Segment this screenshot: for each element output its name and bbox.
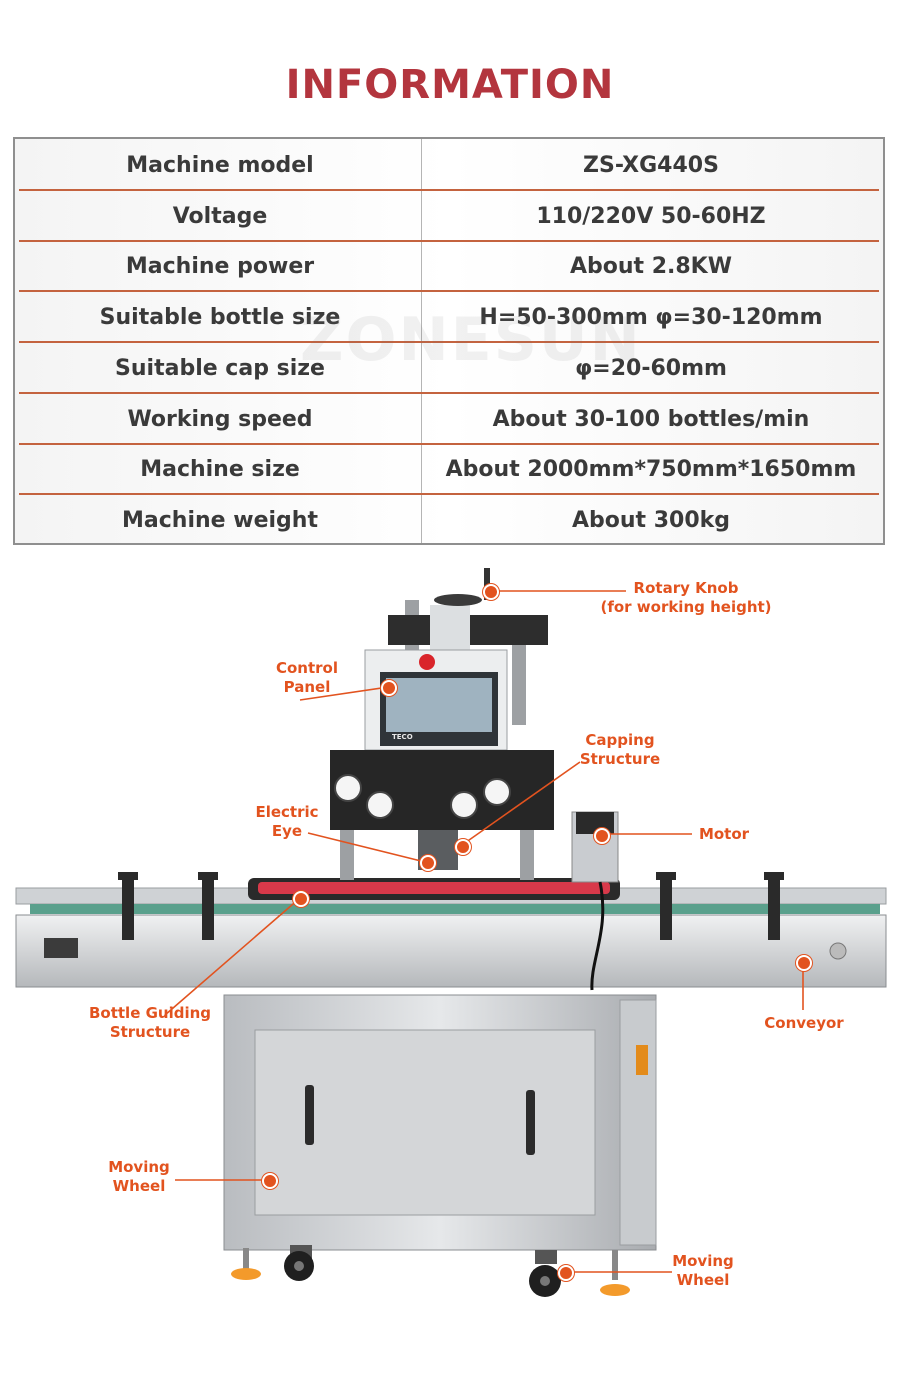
callout-dot bbox=[420, 855, 436, 871]
pressure-gauge bbox=[450, 791, 478, 819]
conveyor-plate bbox=[44, 938, 78, 958]
pressure-gauge bbox=[334, 774, 362, 802]
row-separator bbox=[19, 392, 879, 394]
callout-dot bbox=[262, 1173, 278, 1189]
spec-label: Working speed bbox=[127, 407, 313, 432]
watermark: ZONESUN bbox=[300, 305, 642, 375]
row-separator bbox=[19, 189, 879, 191]
machine-illustration bbox=[15, 568, 887, 1297]
motor-cable bbox=[590, 881, 605, 991]
leveling-foot bbox=[231, 1248, 261, 1280]
table-row: Voltage 110/220V 50-60HZ bbox=[19, 192, 879, 242]
callout-conveyor: Conveyor bbox=[764, 1014, 844, 1032]
spec-value: φ=20-60mm bbox=[575, 356, 727, 381]
emergency-stop bbox=[419, 654, 435, 670]
callout-dot bbox=[594, 828, 610, 844]
row-separator bbox=[19, 240, 879, 242]
spec-label: Machine model bbox=[126, 153, 314, 178]
table-row: Machine size About 2000mm*750mm*1650mm bbox=[19, 445, 879, 495]
callout-dot bbox=[293, 891, 309, 907]
table-row: Working speed About 30-100 bottles/min bbox=[19, 395, 879, 445]
row-separator bbox=[19, 443, 879, 445]
table-row: Suitable bottle size H=50-300mm φ=30-120… bbox=[19, 293, 879, 343]
callout-dot bbox=[558, 1265, 574, 1281]
spec-value: 110/220V 50-60HZ bbox=[536, 204, 766, 229]
pressure-gauge bbox=[366, 791, 394, 819]
conveyor-belt bbox=[30, 904, 880, 914]
spec-label: Voltage bbox=[172, 204, 268, 229]
row-separator bbox=[19, 493, 879, 495]
leveling-foot bbox=[600, 1250, 630, 1296]
spec-label: Machine weight bbox=[122, 508, 318, 533]
table-row: Machine weight About 300kg bbox=[19, 496, 879, 546]
spec-value: About 2000mm*750mm*1650mm bbox=[445, 457, 857, 482]
callout-motor: Motor bbox=[698, 825, 750, 843]
spec-value: About 30-100 bottles/min bbox=[492, 407, 810, 432]
spec-label: Suitable bottle size bbox=[99, 305, 341, 330]
spec-value: H=50-300mm φ=30-120mm bbox=[479, 305, 823, 330]
row-separator bbox=[19, 290, 879, 292]
spec-label: Suitable cap size bbox=[115, 356, 325, 381]
spec-value: About 2.8KW bbox=[569, 254, 732, 279]
door-handle bbox=[305, 1085, 314, 1145]
guiding-belt-red bbox=[258, 882, 610, 894]
callout-dot bbox=[381, 680, 397, 696]
callout-dot bbox=[796, 955, 812, 971]
row-separator bbox=[19, 341, 879, 343]
page-title: INFORMATION bbox=[285, 62, 615, 108]
side-panel bbox=[619, 999, 657, 1246]
caster-wheel bbox=[284, 1245, 314, 1281]
door-handle bbox=[526, 1090, 535, 1155]
side-switch bbox=[636, 1045, 648, 1075]
conveyor-bolt bbox=[829, 942, 847, 960]
table-row: Machine power About 2.8KW bbox=[19, 242, 879, 292]
capping-block bbox=[330, 750, 554, 830]
rotary-knob bbox=[434, 594, 482, 606]
callout-rotary-knob: Rotary Knob(for working height) bbox=[600, 579, 772, 616]
spec-table: Machine model ZS-XG440S Voltage 110/220V… bbox=[13, 137, 885, 545]
spec-label: Machine size bbox=[140, 457, 300, 482]
panel-brand: TECO bbox=[392, 733, 413, 741]
pressure-gauge bbox=[483, 778, 511, 806]
table-row: Machine model ZS-XG440S bbox=[19, 141, 879, 191]
callout-dot bbox=[455, 839, 471, 855]
spec-value: ZS-XG440S bbox=[583, 153, 719, 178]
callout-dot bbox=[483, 584, 499, 600]
table-row: Suitable cap size φ=20-60mm bbox=[19, 344, 879, 394]
spec-label: Machine power bbox=[125, 254, 315, 279]
spec-value: About 300kg bbox=[571, 508, 731, 533]
conveyor-body bbox=[15, 914, 887, 988]
caster-wheel bbox=[529, 1250, 561, 1297]
